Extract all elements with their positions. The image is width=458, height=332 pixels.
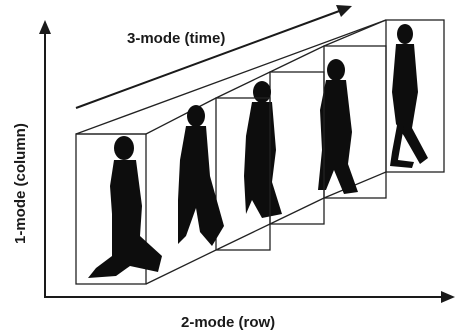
mode3-label: 3-mode (time) [127, 30, 225, 47]
walking-person-silhouette [390, 24, 428, 168]
mode3-arrowhead [336, 5, 352, 17]
frame-2 [145, 97, 271, 251]
stack-top-edge [75, 19, 387, 135]
frame-1 [75, 133, 217, 285]
walking-person-silhouette [318, 59, 358, 194]
frame-4 [269, 45, 387, 199]
mode3-axis [75, 9, 343, 109]
tensor-stack [75, 19, 445, 285]
walking-person-silhouette [178, 105, 224, 246]
walking-person-silhouette [244, 81, 282, 218]
walking-person-silhouette [88, 136, 162, 278]
mode2-label: 2-mode (row) [181, 314, 275, 331]
mode1-arrowhead [39, 20, 51, 34]
mode2-arrowhead [441, 291, 455, 303]
mode1-label: 1-mode (column) [12, 123, 29, 244]
axes [39, 5, 455, 303]
